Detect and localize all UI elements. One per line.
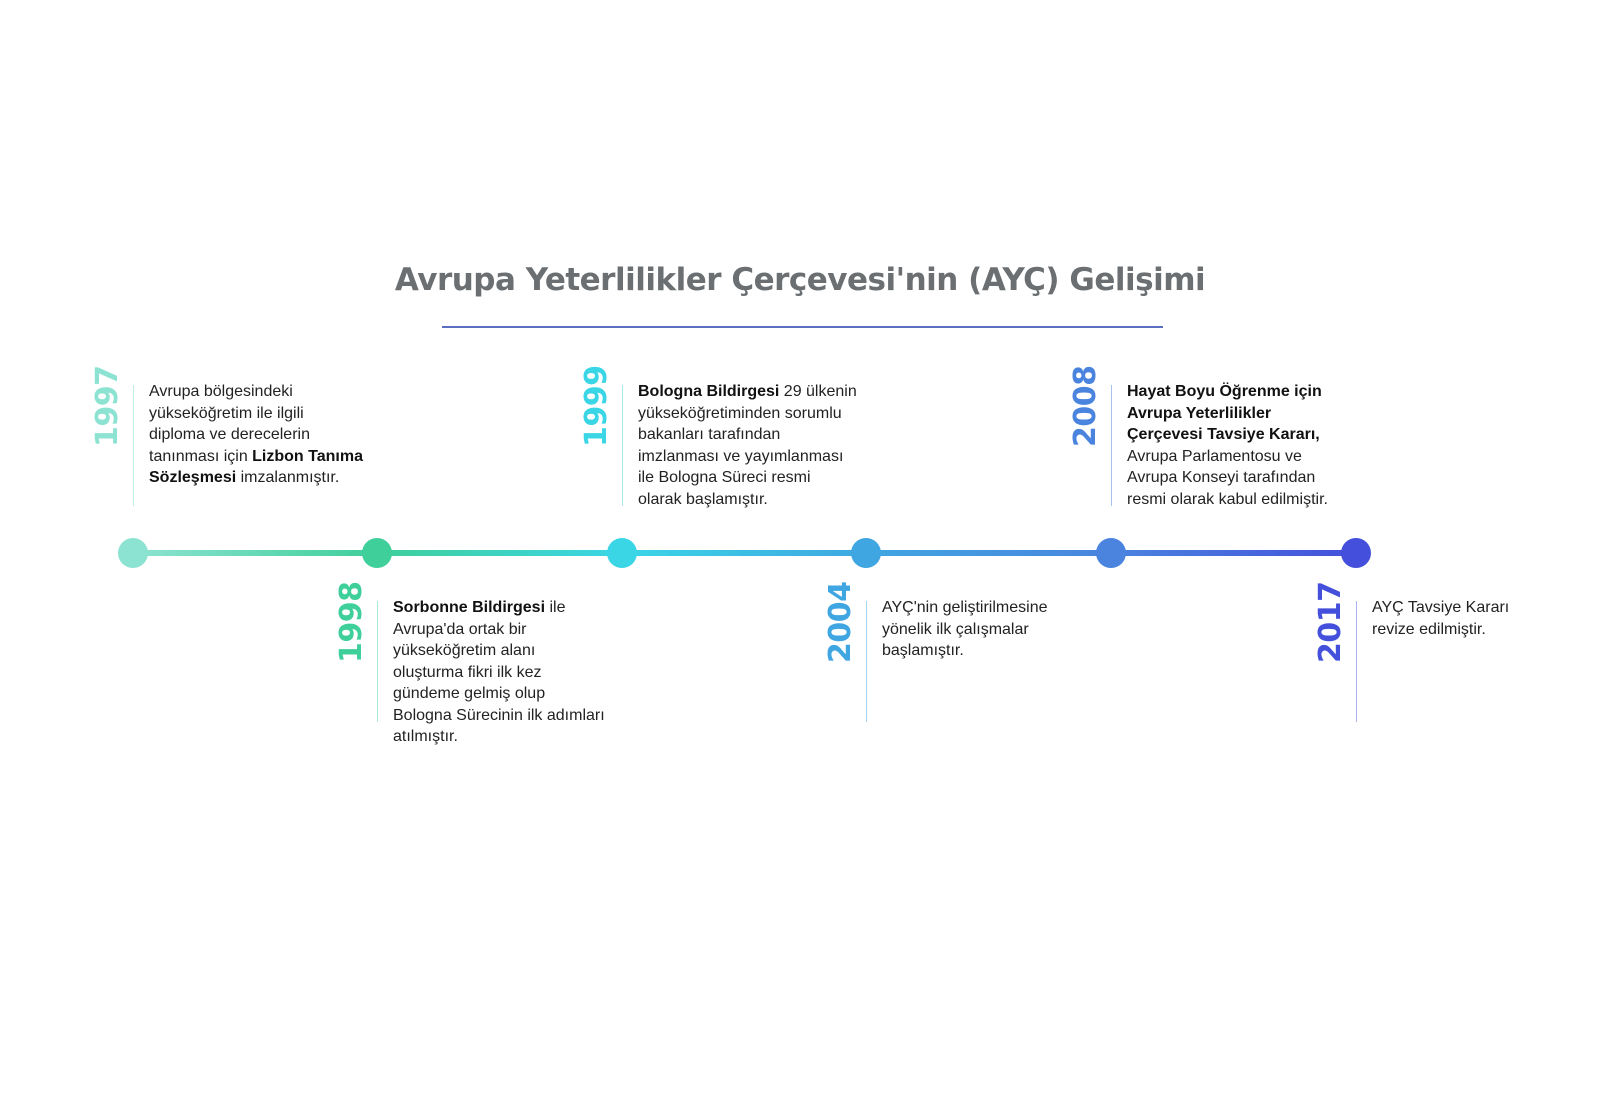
event-description: AYÇ'nin geliştirilmesine yönelik ilk çalı…: [882, 597, 1047, 662]
description-text: ile: [545, 599, 566, 616]
description-text: Bologna Bildirgesi: [638, 383, 780, 400]
event-connector-line: [866, 601, 867, 722]
description-text: atılmıştır.: [393, 728, 458, 745]
description-text: bakanları tarafından: [638, 426, 781, 443]
timeline-dot-2017: [1341, 538, 1371, 568]
event-description: Bologna Bildirgesi 29 ülkenin yükseköğret…: [638, 381, 857, 510]
description-text: olarak başlamıştır.: [638, 490, 768, 508]
event-description: AYÇ Tavsiye Kararı revize edilmiştir.: [1372, 597, 1509, 640]
event-year: 2017: [1313, 581, 1348, 664]
event-year: 2008: [1068, 365, 1103, 448]
description-text: Çerçevesi Tavsiye Kararı,: [1127, 426, 1320, 443]
event-year: 1998: [334, 581, 369, 664]
timeline-dot-1997: [118, 538, 148, 568]
diagram-title: Avrupa Yeterlilikler Çerçevesi'nin (AYÇ)…: [394, 262, 1206, 298]
description-text: Avrupa Yeterlilikler: [1127, 404, 1272, 422]
description-text: oluşturma fikri ilk kez: [393, 663, 542, 681]
description-text: yükseköğretim ile ilgili: [149, 404, 304, 422]
description-text: AYÇ'nin geliştirilmesine: [882, 599, 1048, 616]
event-connector-line: [377, 601, 378, 722]
description-text: Avrupa Konseyi tarafından: [1127, 469, 1316, 486]
description-text: revize edilmiştir.: [1372, 620, 1486, 638]
description-text: Hayat Boyu Öğrenme için: [1127, 383, 1322, 400]
description-text: Lizbon Tanıma: [252, 447, 363, 465]
event-connector-line: [1111, 385, 1112, 506]
title-underline: [442, 326, 1163, 328]
description-text: Avrupa bölgesindeki: [149, 383, 293, 400]
event-year: 1997: [90, 365, 125, 448]
timeline-dot-1999: [607, 538, 637, 568]
event-year: 2004: [823, 581, 858, 664]
description-text: tanınması için: [149, 447, 253, 465]
timeline-dot-1998: [362, 538, 392, 568]
description-text: başlamıştır.: [882, 642, 964, 659]
description-text: diploma ve derecelerin: [149, 426, 310, 443]
event-description: Avrupa bölgesindeki yükseköğretim ile ilg…: [149, 381, 363, 489]
description-text: Avrupa Parlamentosu ve: [1127, 447, 1302, 465]
timeline-dot-2004: [851, 538, 881, 568]
description-text: Bologna Sürecinin ilk adımları: [393, 706, 605, 724]
timeline-dot-2008: [1096, 538, 1126, 568]
description-text: AYÇ Tavsiye Kararı: [1372, 599, 1510, 616]
description-text: ile Bologna Süreci resmi: [638, 469, 811, 486]
event-connector-line: [133, 385, 134, 506]
description-text: yükseköğretim alanı: [393, 642, 536, 659]
description-text: yükseköğretiminden sorumlu: [638, 404, 842, 422]
description-text: yönelik ilk çalışmalar: [882, 620, 1029, 638]
description-text: Sözleşmesi: [149, 469, 237, 486]
event-year: 1999: [579, 365, 614, 448]
description-text: resmi olarak kabul edilmiştir.: [1127, 490, 1328, 508]
description-text: Sorbonne Bildirgesi: [393, 599, 546, 616]
description-text: gündeme gelmiş olup: [393, 685, 546, 702]
description-text: Avrupa'da ortak bir: [393, 620, 527, 638]
event-connector-line: [622, 385, 623, 506]
description-text: 29 ülkenin: [779, 383, 857, 400]
description-text: imzalanmıştır.: [236, 469, 340, 486]
event-connector-line: [1356, 601, 1357, 722]
description-text: imzlanması ve yayımlanması: [638, 447, 844, 465]
